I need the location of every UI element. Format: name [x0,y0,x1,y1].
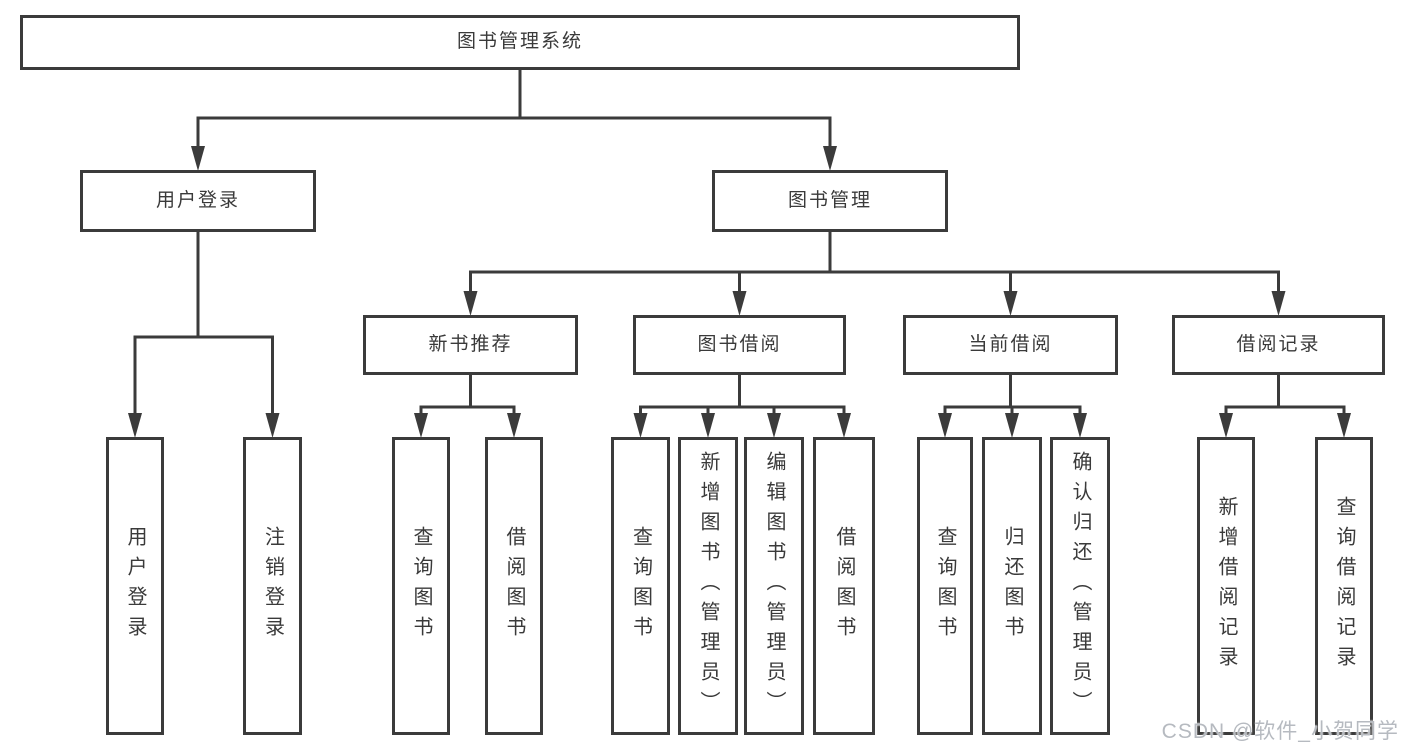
arrowhead-ul-login [128,413,142,438]
node-label-book-mgmt: 图书管理 [787,189,872,211]
node-label-ul-login: 用户登录 [124,526,146,646]
arrowhead-current-borrow [1003,291,1018,316]
node-book-mgmt: 图书管理 [712,170,948,232]
arrowhead-br-add [1219,413,1233,438]
node-book-borrow: 图书借阅 [633,315,846,375]
node-label-nb-query: 查询图书 [410,526,432,646]
edge-book-borrow [633,373,851,438]
arrowhead-bb-edit [767,413,781,438]
arrowhead-cb-query [938,413,952,438]
arrowhead-borrow-record [1271,291,1286,316]
edge-borrow-record [1219,373,1351,438]
node-root: 图书管理系统 [20,15,1020,70]
node-label-ul-logout: 注销登录 [261,526,284,646]
arrowhead-user-login [191,146,205,171]
arrowhead-book-mgmt [823,146,837,171]
arrowhead-nb-borrow [507,413,521,438]
node-bb-add: 新增图书（管理员） [678,437,738,735]
node-label-current-borrow: 当前借阅 [968,333,1053,355]
arrowhead-br-query [1337,413,1351,438]
node-label-br-add: 新增借阅记录 [1215,496,1237,676]
node-bb-borrow: 借阅图书 [813,437,875,735]
node-new-book-rec: 新书推荐 [363,315,578,375]
node-label-cb-confirm: 确认归还（管理员） [1069,451,1091,721]
edge-root [191,68,837,171]
node-label-bb-edit: 编辑图书（管理员） [763,451,785,721]
edge-book-mgmt [463,230,1286,316]
node-label-book-borrow: 图书借阅 [697,333,782,355]
node-label-cb-return: 归还图书 [1001,526,1023,646]
node-label-user-login: 用户登录 [155,189,240,211]
csdn-watermark: CSDN @软件_小贺同学 [1161,720,1399,743]
node-label-borrow-record: 借阅记录 [1236,333,1321,355]
edge-new-book-rec [414,373,521,438]
node-br-query: 查询借阅记录 [1315,437,1373,735]
node-label-cb-query: 查询图书 [934,526,956,646]
arrowhead-ul-logout [265,413,280,438]
node-user-login: 用户登录 [80,170,316,232]
arrowhead-nb-query [414,413,428,438]
arrowhead-bb-query [633,413,648,438]
node-label-root: 图书管理系统 [456,31,583,53]
node-label-br-query: 查询借阅记录 [1333,496,1355,676]
arrowhead-new-book-rec [463,291,478,316]
node-label-bb-add: 新增图书（管理员） [697,451,719,721]
arrowhead-bb-add [701,413,715,438]
node-cb-query: 查询图书 [917,437,973,735]
arrowhead-cb-confirm [1073,413,1087,438]
node-nb-borrow: 借阅图书 [485,437,543,735]
node-cb-return: 归还图书 [982,437,1042,735]
arrowhead-book-borrow [732,291,747,316]
node-label-new-book-rec: 新书推荐 [428,333,513,355]
node-ul-login: 用户登录 [106,437,164,735]
node-br-add: 新增借阅记录 [1197,437,1255,735]
arrowhead-cb-return [1005,413,1019,438]
node-borrow-record: 借阅记录 [1172,315,1385,375]
node-current-borrow: 当前借阅 [903,315,1118,375]
node-label-bb-borrow: 借阅图书 [833,526,855,646]
node-nb-query: 查询图书 [392,437,450,735]
node-cb-confirm: 确认归还（管理员） [1050,437,1110,735]
node-ul-logout: 注销登录 [243,437,302,735]
arrowhead-bb-borrow [837,413,851,438]
node-bb-query: 查询图书 [611,437,670,735]
edge-user-login [128,230,280,438]
node-label-nb-borrow: 借阅图书 [503,526,525,646]
node-label-bb-query: 查询图书 [629,526,652,646]
node-bb-edit: 编辑图书（管理员） [744,437,804,735]
edge-current-borrow [938,373,1087,438]
